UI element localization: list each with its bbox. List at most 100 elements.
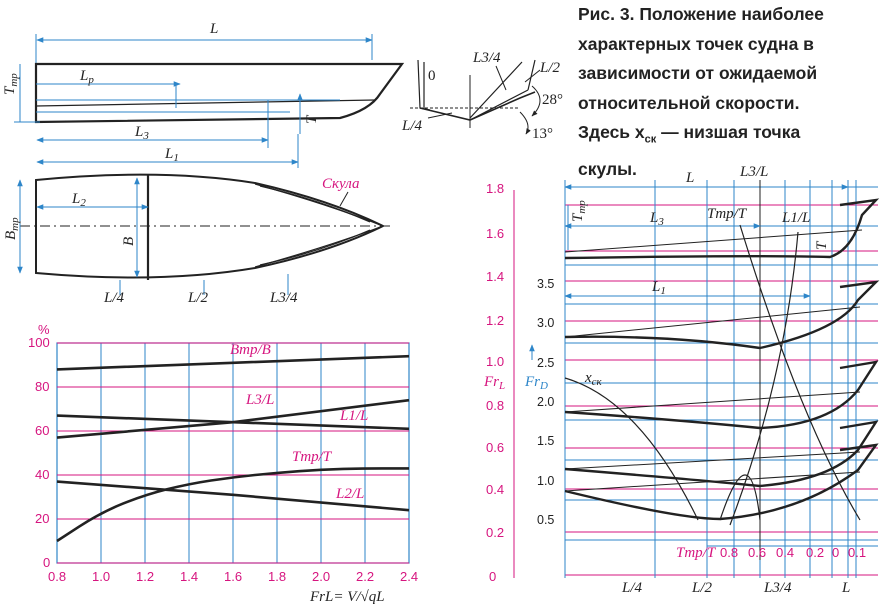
FrL-axis: 1.8 1.6 1.4 1.2 1.0 0.8 0.6 0.4 0.2 0 Fr… <box>483 181 505 584</box>
series-line-1 <box>56 354 410 371</box>
chart-series: Bтр/B L3/L L1/L Tтр/T L2/L <box>56 342 410 543</box>
hull-profile-outline <box>34 62 405 124</box>
FrL-tick-1.4: 1.4 <box>486 269 504 284</box>
TtrT-tick-0.1: 0.1 <box>848 545 866 560</box>
FrD-tick-0.5: 0.5 <box>537 513 554 527</box>
chart-ticks: 0.8 1.0 1.2 1.4 1.6 1.8 2.0 2.2 2.4 100 80 60 40 20 0 <box>28 335 418 584</box>
right-T-label: T <box>814 240 830 250</box>
FrD-tick-2.0: 2.0 <box>537 395 554 409</box>
x-tick-label: 1.8 <box>268 569 286 584</box>
y-tick-label: 0 <box>43 555 50 570</box>
series-label-3: L1/L <box>339 408 368 424</box>
station-L34: L3/4 <box>269 290 298 306</box>
TtrT-tick-0.4: 0.4 <box>776 545 794 560</box>
right-stations: L/4 L/2 L3/4 L <box>621 580 850 596</box>
TtrT-tick-0.6: 0.6 <box>748 545 766 560</box>
caption-line-2: характерных точек судна в <box>578 33 814 54</box>
hull-profile: L Lр Tтр T L3 L1 <box>2 21 405 168</box>
x-tick-label: 1.4 <box>180 569 198 584</box>
FrD-tick-1.0: 1.0 <box>537 474 554 488</box>
FrL-tick-1.6: 1.6 <box>486 226 504 241</box>
series-line-4 <box>56 467 409 543</box>
caption-line-5: Здесь xск — низшая точка <box>578 122 801 146</box>
angle-13-label: 13° <box>532 126 553 142</box>
B-label: B <box>121 237 137 246</box>
right-station-L4: L/4 <box>621 580 643 596</box>
caption-line-4: относительной скорости. <box>578 92 800 113</box>
caption-line-1: Рис. 3. Положение наиболее <box>578 4 824 24</box>
L2-label: L2 <box>71 191 86 209</box>
y-tick-label: 20 <box>35 511 49 526</box>
y-tick-label: 60 <box>35 423 49 438</box>
y-tick-label: 100 <box>28 335 50 350</box>
x-tick-label: 2.2 <box>356 569 374 584</box>
angle-28-label: 28° <box>542 92 563 108</box>
FrL-tick-0: 0 <box>489 569 496 584</box>
station-L4: L/4 <box>103 290 125 306</box>
chart-grid <box>56 342 410 564</box>
series-label-4: Tтр/T <box>292 449 333 465</box>
section-0-label: 0 <box>428 68 436 84</box>
right-L3-label: L3 <box>649 210 664 228</box>
Btr-label: Bтр <box>3 217 21 240</box>
station-L2: L/2 <box>187 290 209 306</box>
figure-caption: Рис. 3. Положение наиболее характерных т… <box>578 0 878 185</box>
section-L4-label: L/4 <box>401 118 423 134</box>
FrL-tick-1.0: 1.0 <box>486 354 504 369</box>
TtrT-tick-0.8: 0.8 <box>720 545 738 560</box>
FrL-tick-1.8: 1.8 <box>486 181 504 196</box>
series-label-2: L3/L <box>245 392 274 408</box>
series-label-1: Bтр/B <box>230 342 271 358</box>
section-L2-label: L/2 <box>539 60 561 76</box>
section-L34-label: L3/4 <box>472 50 501 66</box>
L-label: L <box>209 21 218 37</box>
chart-ylabel: % <box>38 322 50 337</box>
right-L-label: L <box>685 170 694 186</box>
Lp-label: Lр <box>79 68 94 86</box>
y-tick-label: 80 <box>35 379 49 394</box>
FrL-tick-0.2: 0.2 <box>486 525 504 540</box>
right-station-L: L <box>841 580 850 596</box>
Ttr-label: Tтр <box>2 73 20 95</box>
x-tick-label: 2.0 <box>312 569 330 584</box>
y-tick-label: 40 <box>35 467 49 482</box>
right-L3L-label: L3/L <box>739 164 768 180</box>
right-TtrT-label: Tтр/T <box>707 206 748 222</box>
hull-plan: Bтр B L2 Скула L/4 L/2 L3/4 <box>3 173 390 306</box>
FrL-tick-1.2: 1.2 <box>486 313 504 328</box>
xsk-label: xск <box>584 370 603 388</box>
right-magenta-grid <box>565 204 878 576</box>
x-tick-label: 1.0 <box>92 569 110 584</box>
x-tick-label: 1.2 <box>136 569 154 584</box>
right-Ttr-label: Tтр <box>570 200 588 222</box>
x-tick-label: 2.4 <box>400 569 418 584</box>
series-line-3 <box>56 414 410 431</box>
right-station-L2: L/2 <box>691 580 713 596</box>
TtrT-axis: Tтр/T 0.8 0.6 0.4 0.2 0 0.1 <box>676 545 866 561</box>
chart-xlabel: FrL= V/√qL <box>309 589 385 605</box>
FrL-tick-0.4: 0.4 <box>486 482 504 497</box>
FrL-tick-0.6: 0.6 <box>486 440 504 455</box>
L3-label: L3 <box>134 124 149 142</box>
TtrT-tick-0: 0 <box>832 545 839 560</box>
caption-line-3: зависимости от ожидаемой <box>578 63 818 83</box>
FrD-axis: 3.5 3.0 2.5 2.0 1.5 1.0 0.5 FrD <box>524 277 554 527</box>
trend-curves: xск <box>564 224 861 526</box>
FrL-axis-label: FrL <box>483 374 505 392</box>
FrD-axis-label: FrD <box>524 374 548 392</box>
cross-sections: 0 L3/4 L/2 L/4 28° 13° <box>401 50 563 142</box>
FrL-tick-0.8: 0.8 <box>486 398 504 413</box>
caption-line-6: скулы. <box>578 159 637 179</box>
series-line-5 <box>56 480 410 512</box>
FrD-tick-1.5: 1.5 <box>537 434 554 448</box>
x-tick-label: 0.8 <box>48 569 66 584</box>
right-panel: 1.8 1.6 1.4 1.2 1.0 0.8 0.6 0.4 0.2 0 Fr… <box>483 164 880 596</box>
series-label-5: L2/L <box>335 486 364 502</box>
right-station-L34: L3/4 <box>763 580 792 596</box>
right-L1L-label: L1/L <box>781 210 810 226</box>
FrD-tick-2.5: 2.5 <box>537 356 554 370</box>
TtrT-axis-label: Tтр/T <box>676 545 717 561</box>
x-tick-label: 1.6 <box>224 569 242 584</box>
